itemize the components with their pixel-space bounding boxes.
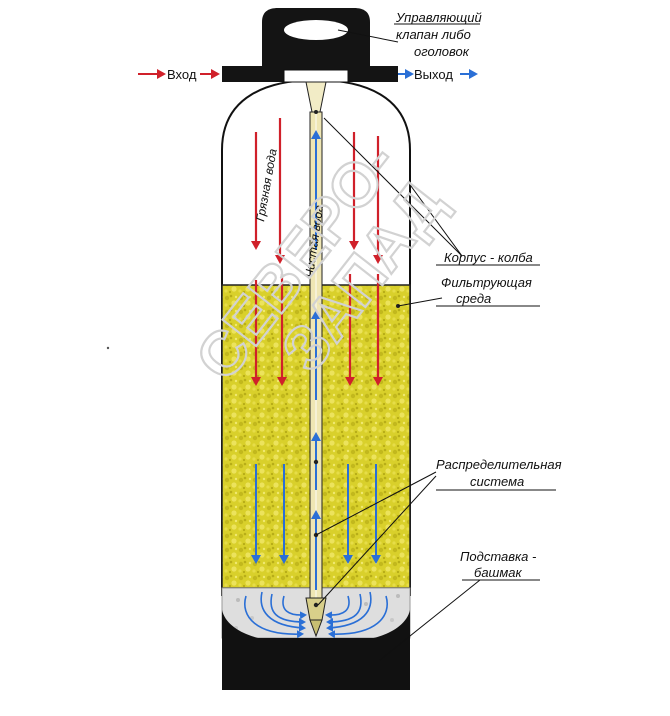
distributor-label-line-2: система xyxy=(470,474,524,489)
riser-markers xyxy=(313,110,400,608)
valve-label-line-3: оголовок xyxy=(414,44,470,59)
control-valve xyxy=(262,8,370,66)
stray-dot xyxy=(106,346,110,350)
distributor-label-line-1: Распределительная xyxy=(436,457,562,472)
media-label-line-1: Фильтрующая xyxy=(441,275,532,290)
base-boot xyxy=(222,610,410,690)
valve-label-line-1: Управляющий xyxy=(395,10,482,25)
inlet-label: Вход xyxy=(167,67,197,82)
outlet-label: Выход xyxy=(414,67,453,82)
housing-label: Корпус - колба xyxy=(444,250,533,265)
media-label-line-2: среда xyxy=(456,291,491,306)
base-label-line-2: башмак xyxy=(474,565,522,580)
base-label-line-1: Подставка - xyxy=(460,549,537,564)
distributor-arms xyxy=(244,591,388,639)
leader-lines xyxy=(315,23,556,661)
valve-label-line-2: клапан либо xyxy=(396,27,471,42)
dirty-water-flow xyxy=(251,118,383,386)
